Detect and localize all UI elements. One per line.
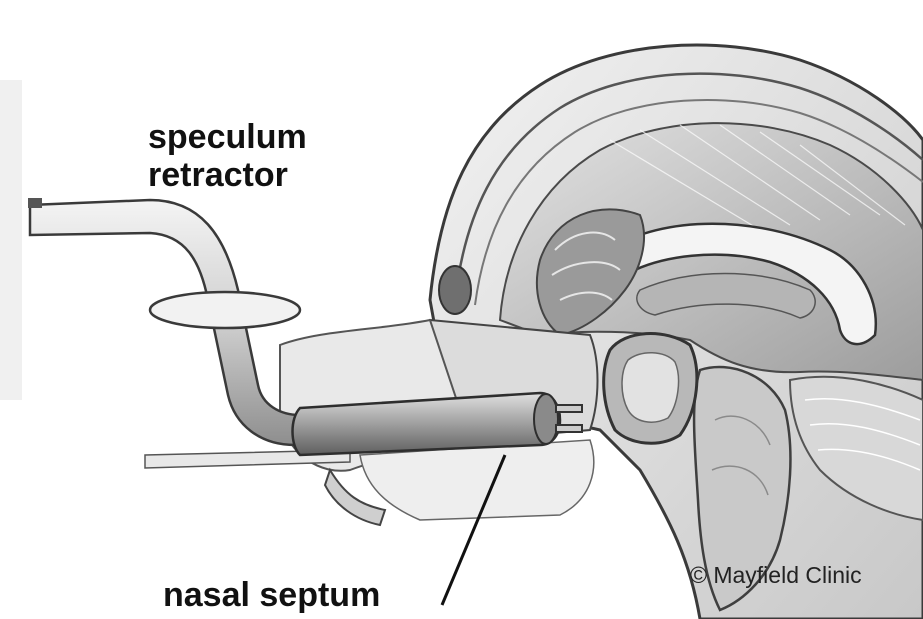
frontal-sinus (439, 266, 471, 314)
speculum-label-line1: speculum (148, 118, 307, 156)
pituitary-core (622, 353, 679, 422)
copyright-credit: © Mayfield Clinic (690, 562, 862, 589)
speculum-tip (534, 394, 558, 444)
nasal-septum-label: nasal septum (163, 575, 380, 615)
speculum-disc (150, 292, 300, 328)
handle-end (28, 198, 42, 208)
speculum-label-line2: retractor (148, 156, 307, 194)
edge-shading (0, 80, 22, 400)
speculum-retractor-label: speculum retractor (148, 118, 307, 194)
